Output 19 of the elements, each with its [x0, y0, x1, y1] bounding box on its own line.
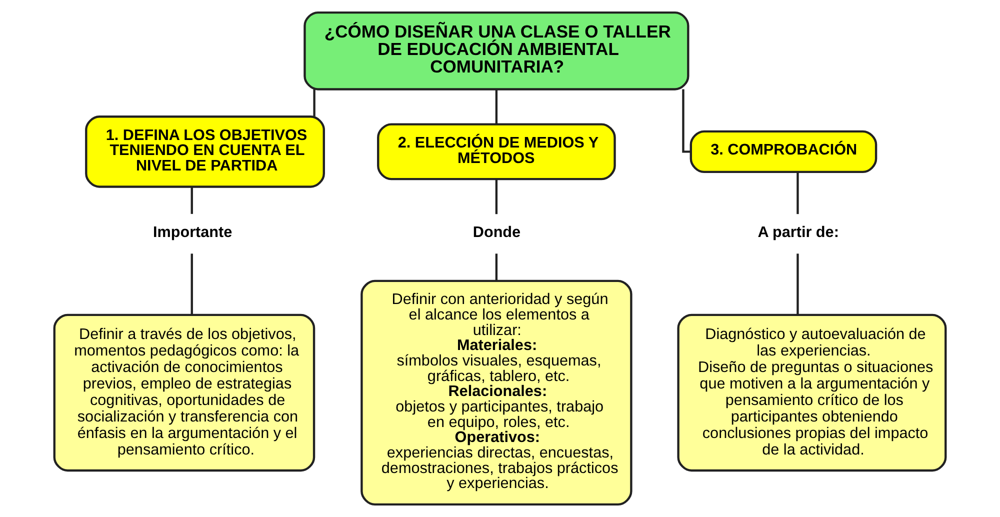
node-box: 2. ELECCIÓN DE MEDIOS Y MÉTODOS [377, 123, 616, 180]
connector [796, 172, 799, 214]
node-box: Definir con anterioridad y según el alcance los elementos a utilizar: Materiales: símbolos visuales, esquemas, gráficas, tablero, etc. Relacionales: objetos y participantes, trabajo en equipo, roles, etc. Operativos: experiencias directas, encuestas, demostraciones, trabajos prácticos y experiencias. [360, 280, 632, 506]
connector [682, 89, 691, 153]
connector [495, 89, 498, 124]
connector [313, 89, 316, 116]
connector [796, 254, 799, 315]
connector [190, 187, 193, 214]
node-box: 3. COMPROBACIÓN [690, 130, 878, 174]
connector [495, 180, 498, 214]
node-text: A partir de: [758, 224, 839, 241]
node-box: 1. DEFINA LOS OBJETIVOS TENIENDO EN CUENTA EL NIVEL DE PARTIDA [85, 116, 325, 188]
node-text: Importante [152, 224, 232, 241]
connector [495, 254, 498, 281]
node-box: ¿CÓMO DISEÑAR UNA CLASE O TALLER DE EDUCACIÓN AMBIENTAL COMUNITARIA? [304, 11, 690, 90]
node-box: Diagnóstico y autoevaluación de las experiencias. Diseño de preguntas o situaciones que motiven a la argumentación y pensamiento crítico de los participantes obteniendo conclusiones propias del impacto de la actividad. [677, 314, 947, 472]
node-text: Donde [472, 224, 521, 241]
connector [190, 254, 193, 315]
node-box: Definir a través de los objetivos, momentos pedagógicos como: la activación de conocimientos previos, empleo de estrategias cognitivas, oportunidades de socialización y transferencia con énfasis en la argumentación y el pensamiento crítico. [53, 314, 316, 472]
